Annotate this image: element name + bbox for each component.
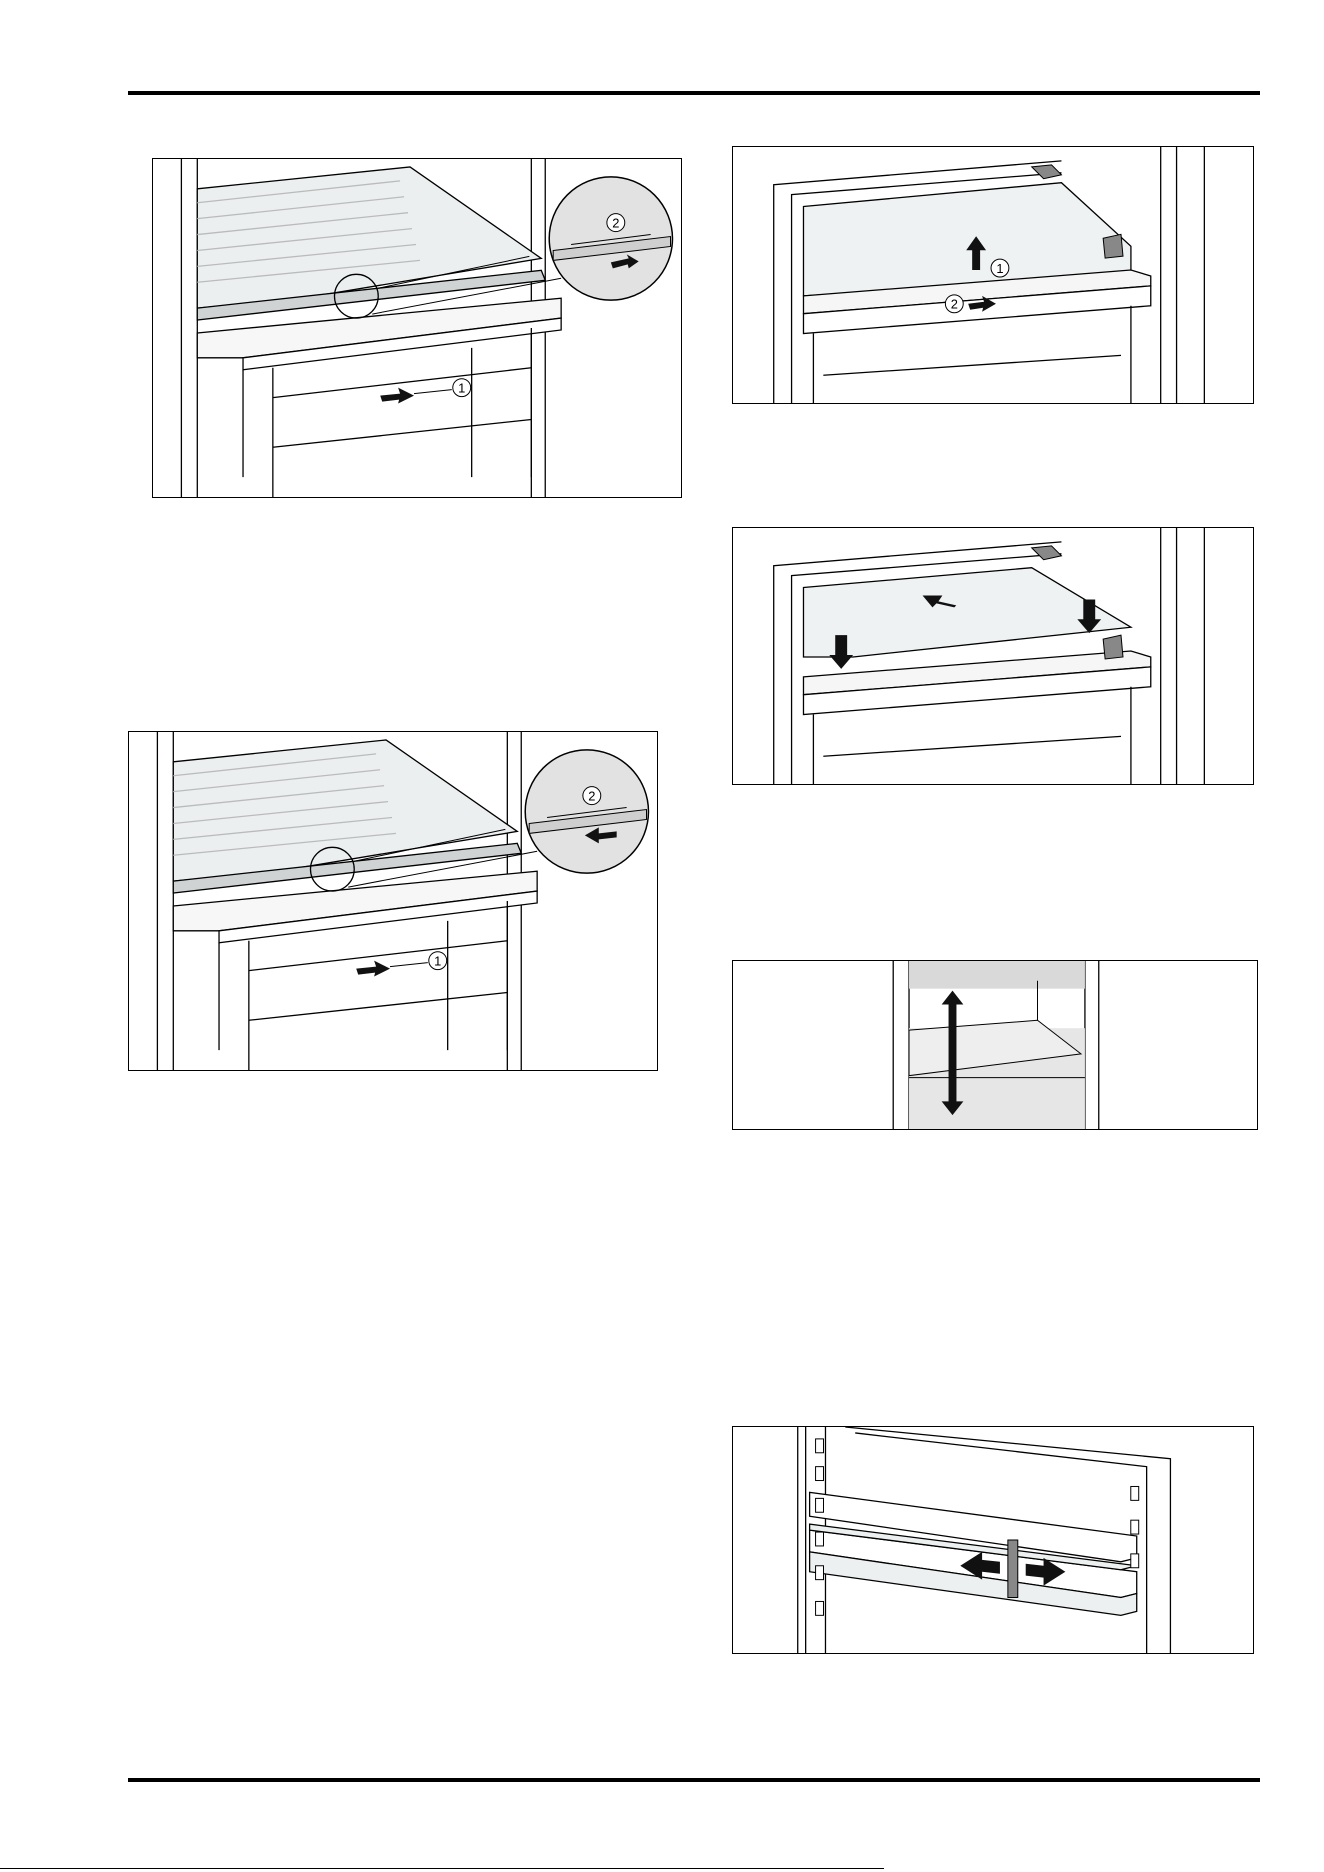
figure-shelf-remove: 1 2 <box>732 146 1254 404</box>
bottom-thin-rule <box>0 1868 884 1869</box>
callout-1-icon: 1 <box>453 379 471 397</box>
callout-label: 2 <box>951 297 958 312</box>
callout-label: 1 <box>458 381 465 396</box>
callout-label: 2 <box>588 789 595 804</box>
arrow-icon <box>380 388 414 404</box>
figure-shelf-insert <box>732 527 1254 785</box>
figure-drawer-insert: 2 1 <box>128 731 658 1071</box>
arrow-icon <box>356 961 390 977</box>
figure-height-adjust <box>732 960 1258 1130</box>
callout-1-icon: 1 <box>991 259 1009 277</box>
callout-2-icon: 2 <box>945 295 963 313</box>
callout-label: 2 <box>612 216 619 231</box>
header-rule <box>128 91 1260 95</box>
callout-label: 1 <box>434 954 441 969</box>
callout-2-icon: 2 <box>607 214 625 232</box>
callout-2-icon: 2 <box>583 787 601 805</box>
figure-door-rack-divider <box>732 1426 1254 1654</box>
figure-drawer-remove: 2 1 <box>152 158 682 498</box>
callout-label: 1 <box>996 261 1003 276</box>
callout-1-icon: 1 <box>429 952 447 970</box>
footer-rule <box>128 1778 1260 1782</box>
